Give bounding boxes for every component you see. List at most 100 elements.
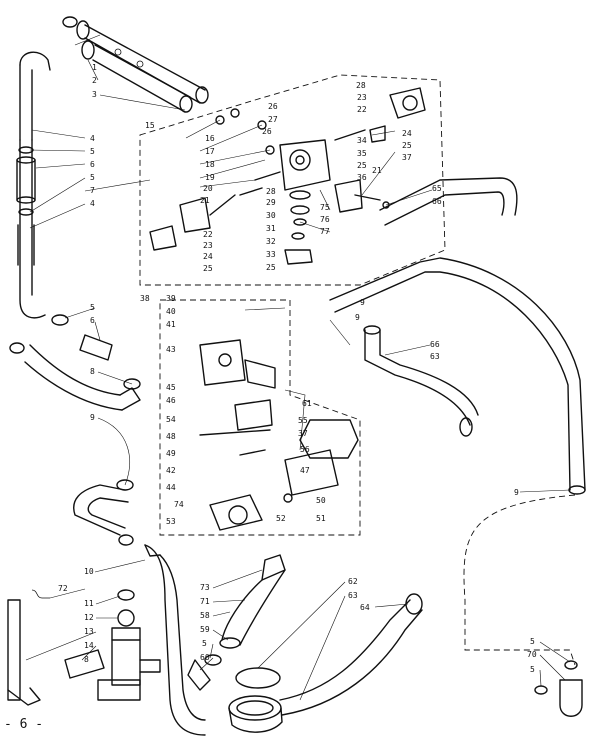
callout-37: 37 [298, 429, 308, 438]
callout-53: 53 [166, 517, 176, 526]
callout-48: 48 [166, 432, 176, 441]
callout-28: 28 [266, 187, 276, 196]
callout-34: 34 [357, 136, 367, 145]
callout-21: 21 [372, 166, 382, 175]
callout-2: 2 [92, 76, 97, 85]
callout-66: 66 [430, 340, 440, 349]
callout-46: 46 [166, 396, 176, 405]
callout-17: 17 [205, 147, 215, 156]
callout-33: 33 [266, 250, 276, 259]
callout-70: 70 [527, 650, 537, 659]
callout-10: 10 [84, 567, 94, 576]
callout-66: 66 [432, 197, 442, 206]
callout-76: 76 [320, 215, 330, 224]
callout-41: 41 [166, 320, 176, 329]
hose-66 [329, 177, 586, 495]
callout-22: 22 [357, 105, 367, 114]
callout-49: 49 [166, 449, 176, 458]
valve-assembly [199, 339, 276, 531]
callout-22: 22 [203, 230, 213, 239]
callout-26: 26 [262, 127, 272, 136]
callout-6: 6 [90, 316, 95, 325]
callout-38: 38 [140, 294, 150, 303]
callout-62: 62 [348, 577, 358, 586]
callout-labels: 1 2 3 4 5 6 5 7 4 15 16 17 18 19 20 21 2… [58, 63, 537, 674]
corrugated-hose-8 [24, 344, 141, 411]
callout-44: 44 [166, 483, 176, 492]
callout-58: 58 [200, 611, 210, 620]
callout-5: 5 [90, 173, 95, 182]
callout-21: 21 [200, 196, 210, 205]
valve-assembly-group-box [159, 299, 361, 536]
callout-32: 32 [266, 237, 276, 246]
callout-55: 55 [298, 416, 308, 425]
callout-65: 65 [432, 184, 442, 193]
drain-hose-routing-line [463, 494, 576, 666]
callout-5: 5 [90, 303, 95, 312]
callout-64: 64 [360, 603, 370, 612]
callout-52: 52 [276, 514, 286, 523]
callout-9: 9 [90, 413, 95, 422]
callout-29: 29 [266, 198, 276, 207]
callout-63: 63 [430, 352, 440, 361]
callout-8: 8 [90, 367, 95, 376]
left-fill-hose [16, 51, 51, 319]
callout-72: 72 [58, 584, 68, 593]
callout-77: 77 [320, 227, 330, 236]
callout-60: 60 [200, 653, 210, 662]
leader-lines [25, 34, 571, 701]
pump-right-parts [334, 87, 426, 213]
callout-5: 5 [90, 147, 95, 156]
callout-14: 14 [84, 641, 94, 650]
callout-47: 47 [300, 466, 310, 475]
callout-28: 28 [356, 81, 366, 90]
callout-18: 18 [205, 160, 215, 169]
callout-5: 5 [530, 637, 535, 646]
callout-3: 3 [92, 90, 97, 99]
hose-58 [187, 554, 286, 691]
callout-73: 73 [200, 583, 210, 592]
callout-74: 74 [174, 500, 184, 509]
callout-16: 16 [205, 134, 215, 143]
long-hose-10 [144, 544, 206, 736]
callout-36: 36 [357, 173, 367, 182]
callout-4: 4 [90, 134, 95, 143]
callout-35: 35 [357, 149, 367, 158]
callout-9: 9 [360, 298, 365, 307]
hose-63 [363, 325, 479, 437]
callout-75: 75 [320, 203, 330, 212]
callout-1: 1 [92, 63, 97, 72]
callout-13: 13 [84, 627, 94, 636]
callout-30: 30 [266, 211, 276, 220]
callout-26: 26 [268, 102, 278, 111]
callout-9: 9 [514, 488, 519, 497]
callout-71: 71 [200, 597, 210, 606]
callout-23: 23 [357, 93, 367, 102]
callout-40: 40 [166, 307, 176, 316]
callout-4: 4 [90, 199, 95, 208]
callout-43: 43 [166, 345, 176, 354]
callout-27: 27 [268, 115, 278, 124]
callout-45: 45 [166, 383, 176, 392]
pump-left-parts [149, 108, 281, 251]
callout-9: 9 [355, 313, 360, 322]
callout-39: 39 [166, 294, 176, 303]
filter-housing [283, 419, 359, 503]
callout-56: 56 [300, 445, 310, 454]
callout-25: 25 [203, 264, 213, 273]
inlet-hose-pair [62, 16, 209, 113]
callout-7: 7 [90, 186, 95, 195]
callout-25: 25 [357, 161, 367, 170]
callout-61: 61 [302, 399, 312, 408]
callout-54: 54 [166, 415, 176, 424]
callout-25: 25 [402, 141, 412, 150]
callout-24: 24 [203, 252, 213, 261]
s-hose-9 [73, 484, 134, 546]
callout-15: 15 [145, 121, 155, 130]
callout-37: 37 [402, 153, 412, 162]
callout-51: 51 [316, 514, 326, 523]
pump-assembly-group-box [139, 74, 446, 286]
callout-25: 25 [266, 263, 276, 272]
